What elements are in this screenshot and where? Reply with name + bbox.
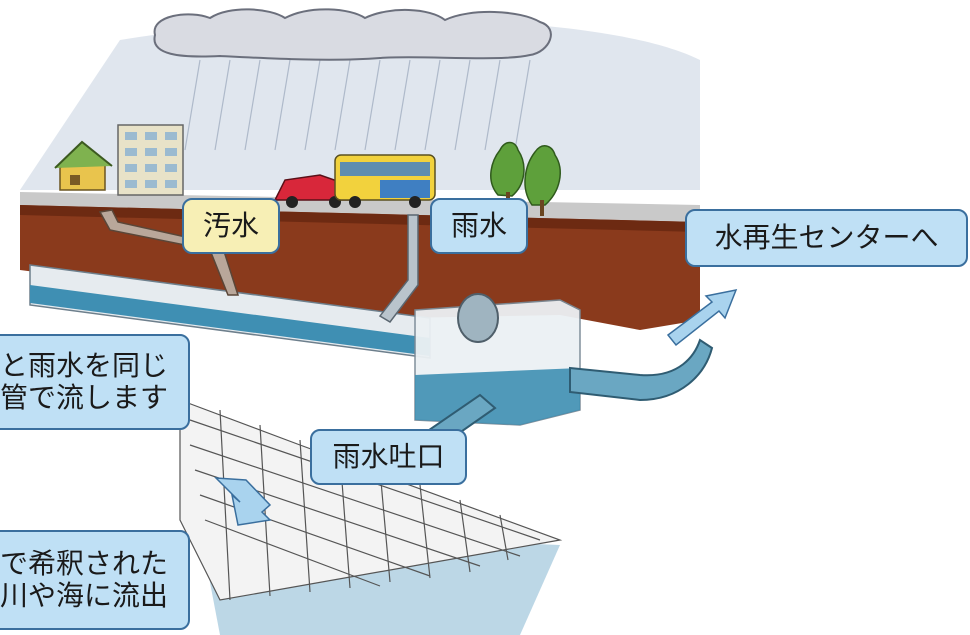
cloud-icon [153, 8, 552, 61]
apartment-icon [117, 124, 184, 196]
rainwater-pipe [378, 214, 419, 323]
diluted-outflow-line-2: 川や海に流出 [0, 579, 169, 612]
sewage-pipe [98, 209, 240, 296]
car-icon [273, 174, 352, 208]
combined-flow-line-2: 管で流します [0, 381, 169, 414]
diluted-outflow-line-1: で希釈された [0, 546, 169, 580]
tree-icon [490, 141, 561, 216]
arrow-icon [666, 288, 738, 347]
overflow-chamber [414, 293, 581, 426]
rainwater-label: 雨水 [430, 198, 528, 254]
sewage-label: 汚水 [182, 198, 280, 254]
diluted-outflow-label: で希釈された 川や海に流出 [0, 530, 190, 630]
house-icon [54, 140, 113, 191]
embankment [179, 399, 563, 601]
to-treatment-center-label: 水再生センターへ [685, 209, 968, 267]
combined-flow-line-1: と雨水を同じ [0, 348, 169, 382]
combined-flow-label: と雨水を同じ 管で流します [0, 334, 190, 430]
outlet-label: 雨水吐口 [310, 429, 467, 485]
flow-arrow-icon [214, 477, 272, 526]
sky [20, 19, 700, 191]
treatment-pipe [569, 338, 714, 402]
bus-icon [334, 154, 436, 208]
